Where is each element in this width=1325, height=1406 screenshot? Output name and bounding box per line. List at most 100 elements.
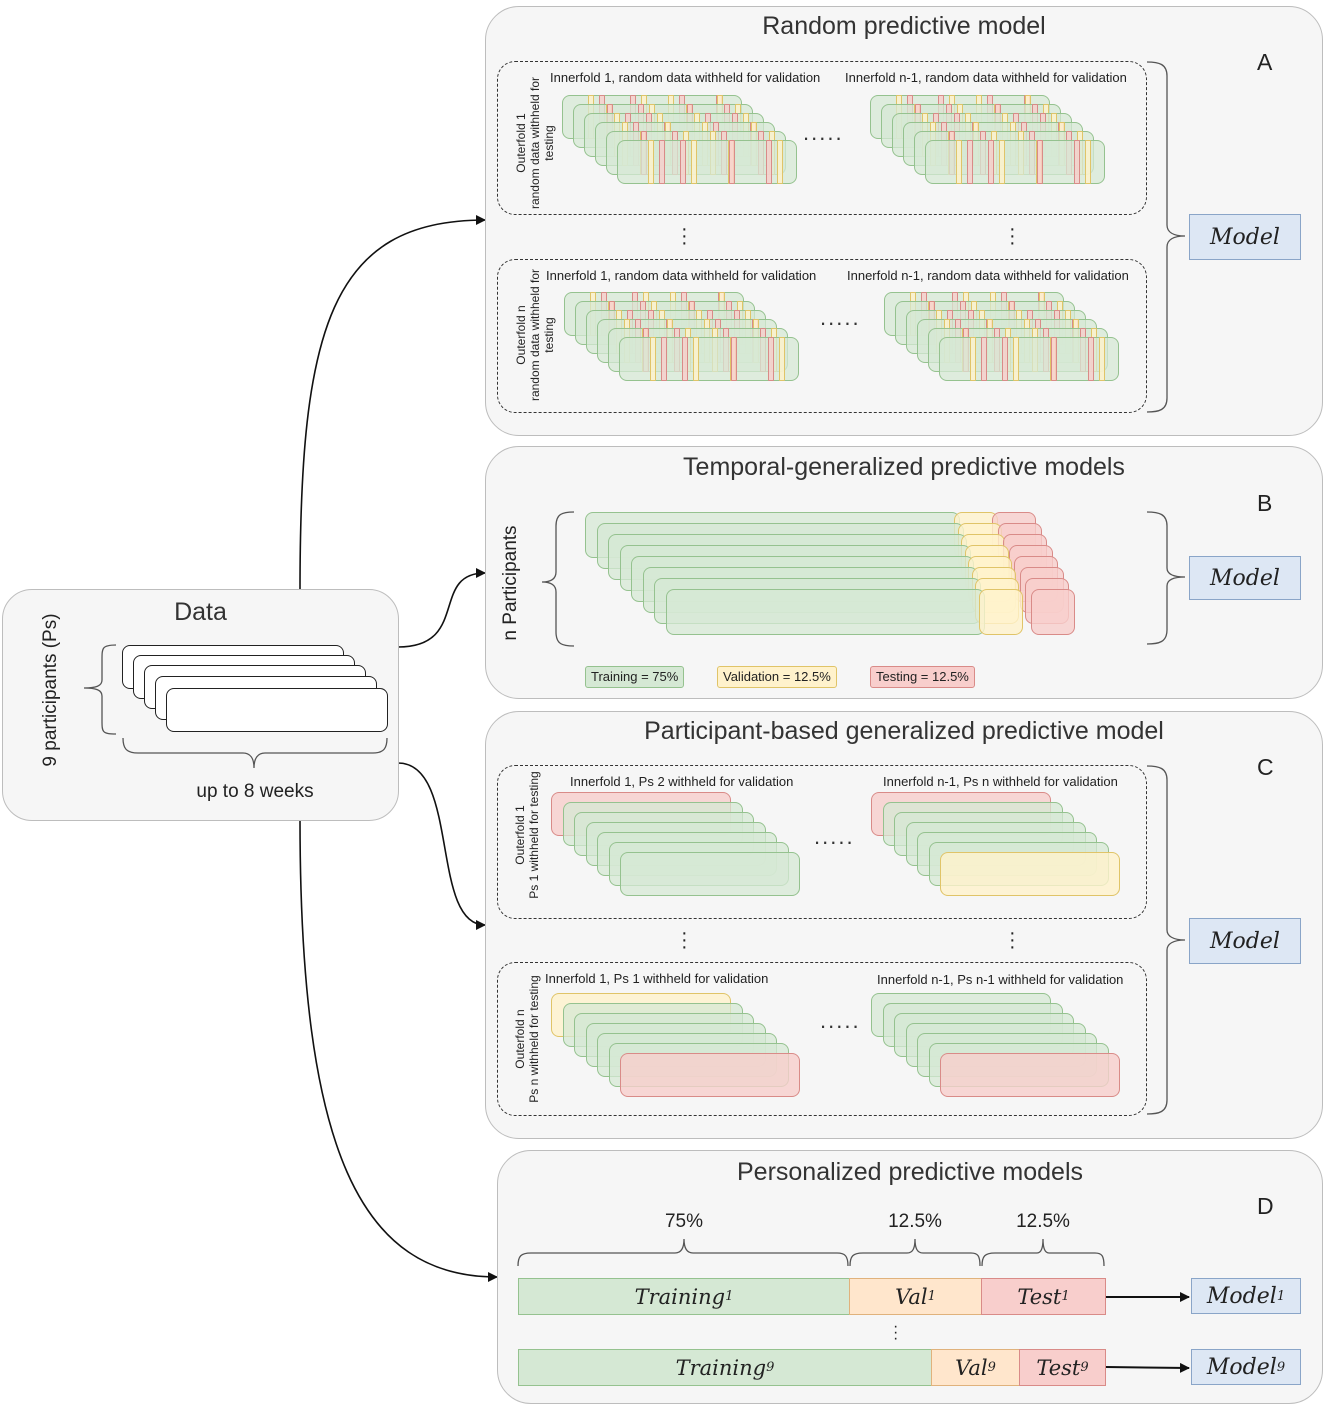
panel-b-model: Model xyxy=(1189,556,1301,600)
validation-block xyxy=(978,589,1023,635)
arrow-to-panel-a xyxy=(299,215,486,591)
participant-testing-card xyxy=(620,1053,800,1097)
arrow-to-panel-d xyxy=(299,819,498,1282)
row9-model-arrow xyxy=(1105,1362,1190,1373)
testing-stripe xyxy=(1051,337,1057,381)
panel-c-vdots-left: ··· xyxy=(681,922,688,958)
data-panel-title: Data xyxy=(174,598,227,626)
panel-b-left-brace xyxy=(541,511,575,647)
validation-stripe xyxy=(1013,337,1019,381)
panel-c-o1-innerfold-n-label: Innerfold n-1, Ps n withheld for validat… xyxy=(883,774,1118,789)
panel-c-on-innerfold-1-label: Innerfold 1, Ps 1 withheld for validatio… xyxy=(545,971,769,986)
panel-c-o1-ellipsis: ..... xyxy=(814,824,855,849)
panel-a-vdots-left: ··· xyxy=(681,218,688,254)
panel-b-brace xyxy=(1146,511,1186,645)
panel-d-vdots: ··· xyxy=(893,1318,899,1347)
testing-stripe xyxy=(661,337,667,381)
panel-c-outerfold-n xyxy=(497,962,1147,1116)
weeks-brace xyxy=(122,737,388,769)
panel-c-letter: C xyxy=(1257,754,1274,780)
panel-c-vdots-right: ··· xyxy=(1009,922,1016,958)
testing-block xyxy=(1030,589,1075,635)
panel-b-side-label: n Participants xyxy=(500,525,521,641)
testing-stripe xyxy=(731,337,737,381)
pct-test: 12.5% xyxy=(1016,1211,1070,1232)
panel-d-title: Personalized predictive models xyxy=(736,1158,1083,1186)
testing-stripe xyxy=(988,140,994,184)
panel-a-model: Model xyxy=(1189,214,1301,260)
validation-stripe xyxy=(777,140,783,184)
panel-c-o1-innerfold-1-label: Innerfold 1, Ps 2 withheld for validatio… xyxy=(570,774,794,789)
testing-stripe xyxy=(1037,140,1043,184)
panel-c-brace xyxy=(1146,765,1186,1115)
validation-stripe xyxy=(691,140,697,184)
legend-training: Training = 75% xyxy=(585,666,685,688)
validation-stripe xyxy=(648,140,654,184)
panel-d-model-arrows xyxy=(1105,1292,1190,1373)
panel-c-on-ellipsis: ..... xyxy=(820,1008,861,1033)
validation-stripe xyxy=(1085,140,1091,184)
panel-c-on-innerfold-n-label: Innerfold n-1, Ps n-1 withheld for valid… xyxy=(877,972,1124,987)
legend-testing: Testing = 12.5% xyxy=(870,666,975,688)
panel-a-o1-innerfold-n-label: Innerfold n-1, random data withheld for … xyxy=(845,70,1127,85)
panel-a-outerfold-n xyxy=(497,259,1147,413)
legend-validation: Validation = 12.5% xyxy=(717,666,837,688)
validation-stripe xyxy=(693,337,699,381)
data-card-5 xyxy=(166,688,388,732)
testing-stripe xyxy=(729,140,735,184)
panel-c-outerfold-1 xyxy=(497,765,1147,919)
panel-a-vdots-right: ··· xyxy=(1009,218,1016,254)
arrow-to-panel-c xyxy=(397,762,486,930)
testing-stripe xyxy=(680,140,686,184)
testing-stripe xyxy=(766,140,772,184)
validation-stripe xyxy=(779,337,785,381)
validation-stripe xyxy=(1099,337,1105,381)
testing-stripe xyxy=(768,337,774,381)
panel-d-braces xyxy=(517,1238,1105,1267)
panel-c-model: Model xyxy=(1189,918,1301,964)
panel-b-letter: B xyxy=(1257,490,1273,516)
testing-stripe xyxy=(967,140,973,184)
participants-brace xyxy=(83,644,117,735)
testing-stripe xyxy=(1074,140,1080,184)
testing-stripe xyxy=(1088,337,1094,381)
panel-a-brace xyxy=(1146,61,1186,413)
testing-stripe xyxy=(659,140,665,184)
participant-validation-card xyxy=(940,852,1120,896)
weeks-label: up to 8 weeks xyxy=(196,781,314,802)
panel-d-letter: D xyxy=(1257,1193,1274,1219)
validation-stripe xyxy=(650,337,656,381)
panel-a-letter: A xyxy=(1257,49,1273,75)
testing-stripe xyxy=(981,337,987,381)
panel-a-o1-innerfold-1-label: Innerfold 1, random data withheld for va… xyxy=(550,70,821,85)
panel-a-on-innerfold-n-label: Innerfold n-1, random data withheld for … xyxy=(847,268,1129,283)
validation-stripe xyxy=(956,140,962,184)
pct-training: 75% xyxy=(664,1211,704,1232)
testing-stripe xyxy=(682,337,688,381)
training-block xyxy=(665,589,985,635)
arrow-to-panel-b xyxy=(397,568,486,648)
panel-a-outerfold-1 xyxy=(497,61,1147,215)
panel-a-on-innerfold-1-label: Innerfold 1, random data withheld for va… xyxy=(546,268,817,283)
panel-c-title: Participant-based generalized predictive… xyxy=(644,717,1164,745)
panel-a-o1-ellipsis: ..... xyxy=(803,120,844,145)
participant-testing-card xyxy=(940,1053,1120,1097)
testing-stripe xyxy=(1002,337,1008,381)
participants-label: 9 participants (Ps) xyxy=(40,613,61,767)
participant-training-card xyxy=(620,852,800,896)
panel-a-title: Random predictive model xyxy=(762,12,1046,40)
pct-val: 12.5% xyxy=(888,1211,942,1232)
panel-a-on-ellipsis: ..... xyxy=(820,305,861,330)
validation-stripe xyxy=(970,337,976,381)
panel-b-title: Temporal-generalized predictive models xyxy=(683,453,1125,481)
